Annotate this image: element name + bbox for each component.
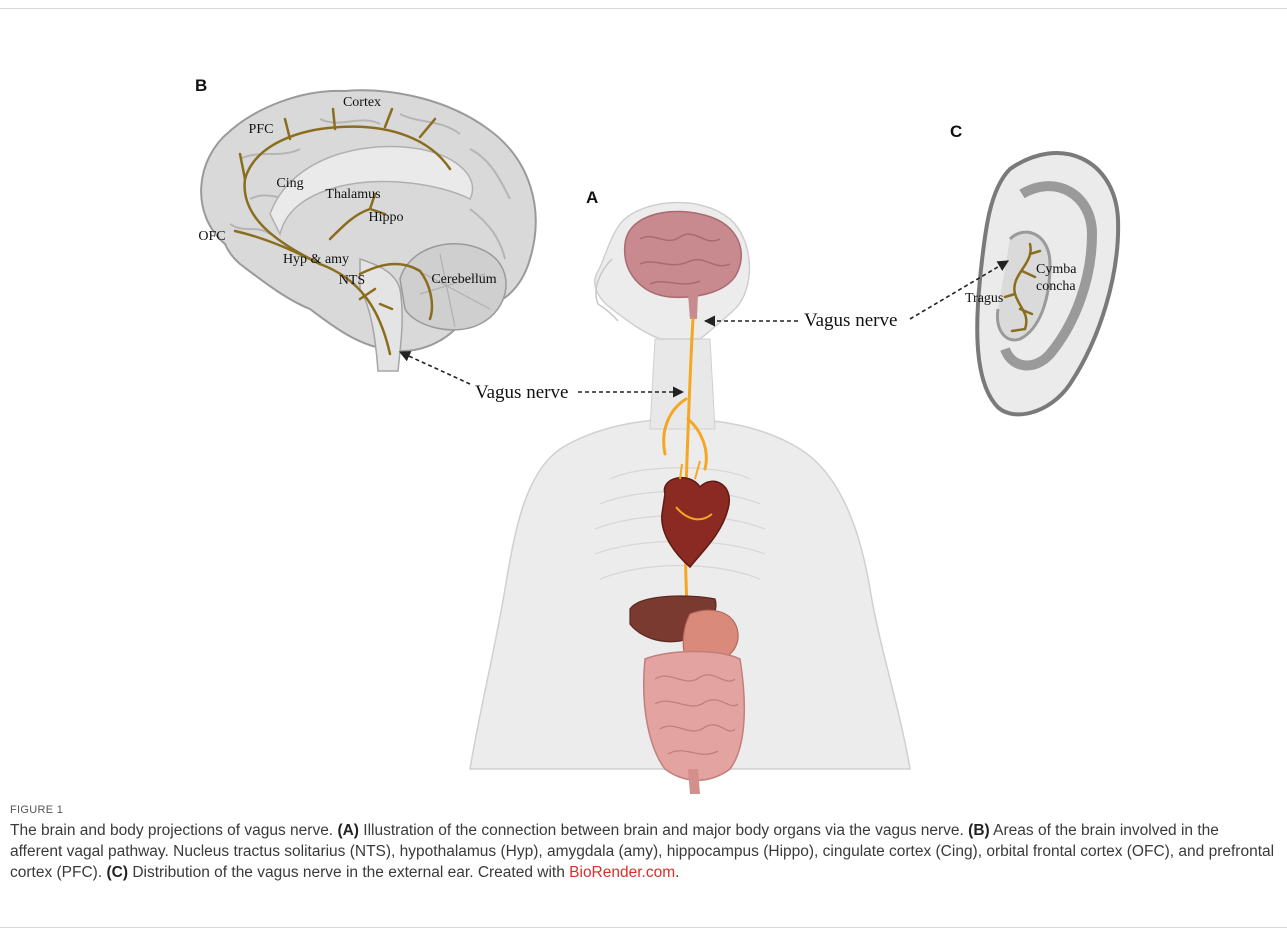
figure-illustration: Cortex PFC Cing Thalamus Hippo OFC Hyp &… xyxy=(0,9,1287,799)
caption-title: The brain and body projections of vagus … xyxy=(10,822,333,839)
label-tragus: Tragus xyxy=(965,291,1003,306)
caption-created-prefix: Created with xyxy=(478,864,565,881)
label-vagus-nerve-left: Vagus nerve xyxy=(475,382,568,403)
caption-text-a: Illustration of the connection between b… xyxy=(363,822,964,839)
label-cerebellum: Cerebellum xyxy=(431,272,496,287)
label-thalamus: Thalamus xyxy=(325,187,380,202)
arrow-to-brainstem xyxy=(400,352,470,384)
human-body-illustration xyxy=(470,203,910,794)
figure-number: FIGURE 1 xyxy=(10,804,1275,816)
caption-tag-a: (A) xyxy=(337,822,359,839)
panel-label-c: C xyxy=(950,122,962,142)
figure-caption: FIGURE 1 The brain and body projections … xyxy=(10,804,1275,883)
label-cortex: Cortex xyxy=(343,95,381,110)
biorender-link[interactable]: BioRender.com xyxy=(569,864,675,881)
caption-text-c: Distribution of the vagus nerve in the e… xyxy=(132,864,473,881)
caption-created-suffix: . xyxy=(675,864,679,881)
label-pfc: PFC xyxy=(249,122,274,137)
label-cymba: Cymba xyxy=(1036,262,1077,277)
panel-label-a: A xyxy=(586,188,598,208)
label-ofc: OFC xyxy=(198,229,225,244)
label-concha: concha xyxy=(1036,279,1076,294)
label-hippo: Hippo xyxy=(369,210,404,225)
caption-tag-c: (C) xyxy=(106,864,128,881)
caption-text: The brain and body projections of vagus … xyxy=(10,820,1275,883)
figure-frame: Cortex PFC Cing Thalamus Hippo OFC Hyp &… xyxy=(0,8,1287,928)
label-nts: NTS xyxy=(339,273,365,288)
caption-tag-b: (B) xyxy=(968,822,990,839)
label-cing: Cing xyxy=(276,176,303,191)
label-hyp-amy: Hyp & amy xyxy=(283,252,349,267)
label-vagus-nerve-right: Vagus nerve xyxy=(804,310,897,331)
panel-label-b: B xyxy=(195,76,207,96)
figure-svg: Cortex PFC Cing Thalamus Hippo OFC Hyp &… xyxy=(0,9,1287,799)
